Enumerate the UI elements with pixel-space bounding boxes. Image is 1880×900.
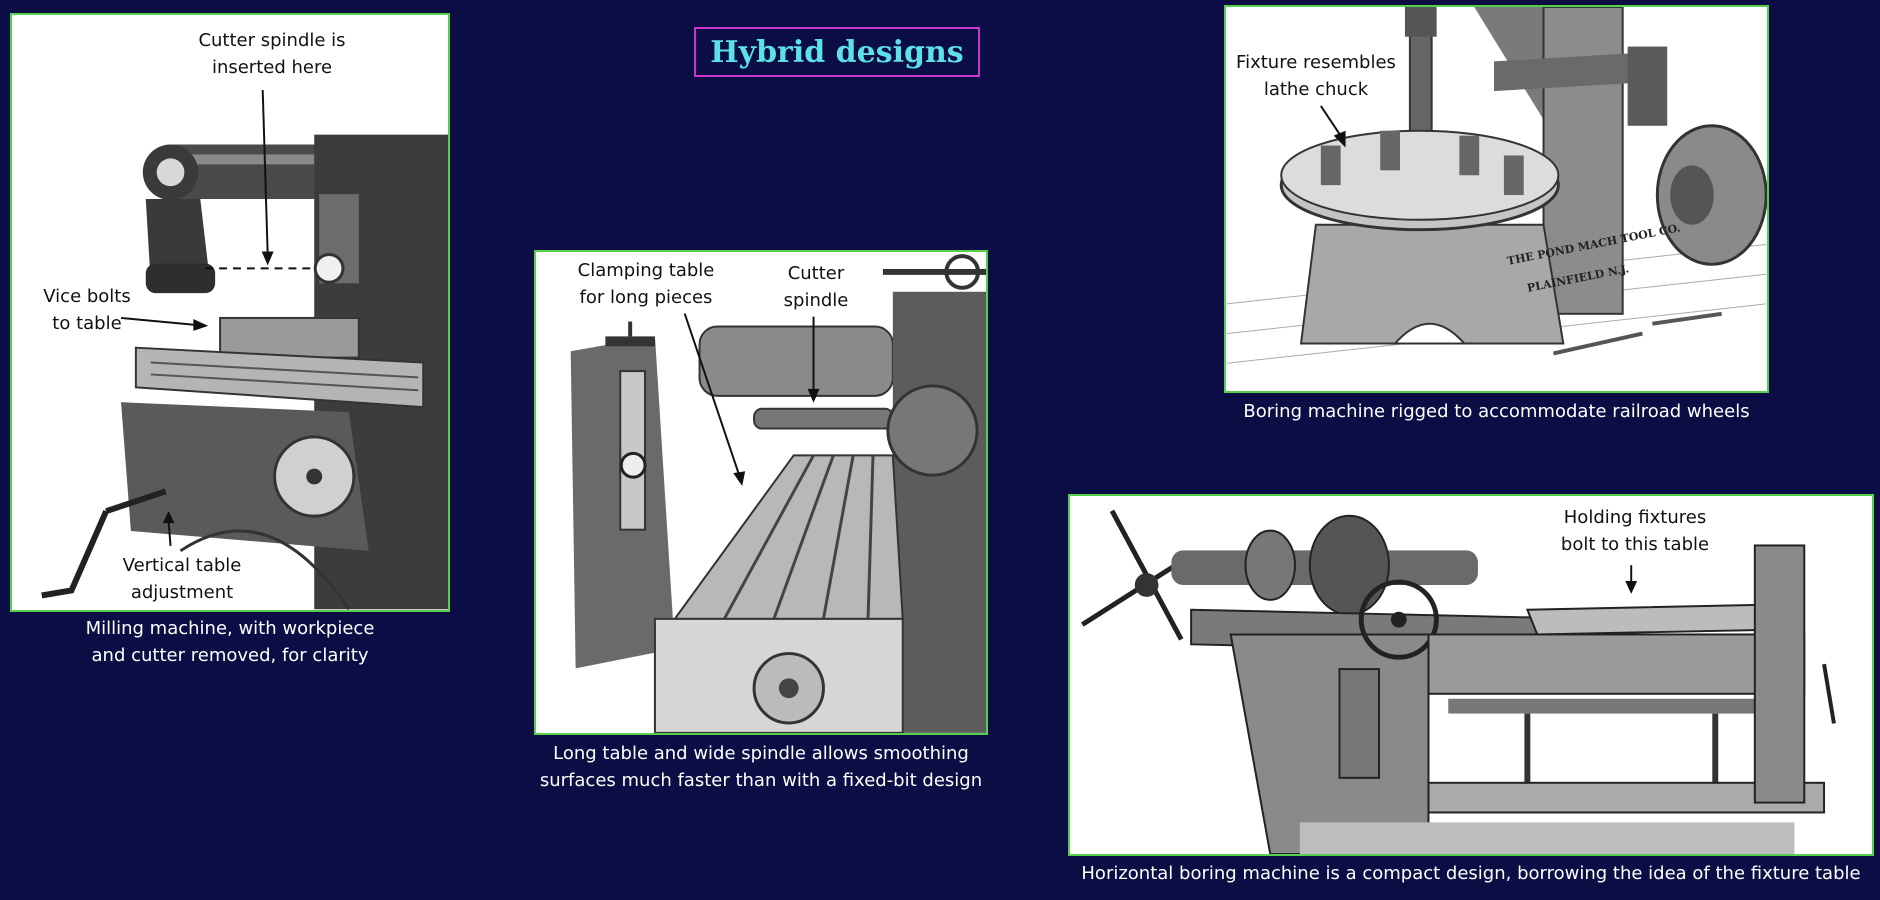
wheel-boring-machine-caption: Boring machine rigged to accommodate rai… [1243,401,1750,422]
cutter-spindle-label: Cutter spindle is inserted here [198,30,346,78]
horizontal-boring-machine-image: Holding fixtures bolt to this table [1068,494,1874,856]
milling-machine-caption: Milling machine, with workpiece and cutt… [85,618,375,666]
planer-image: Clamping table for long pieces Cutter sp… [534,250,988,735]
clamping-table-label: Clamping table for long pieces [577,260,715,308]
cutter-spindle-label: Cutter spindle [783,263,849,311]
planer-caption: Long table and wide spindle allows smoot… [539,743,983,791]
holding-fixtures-label: Holding fixtures bolt to this table [1560,507,1710,555]
slide-title: Hybrid designs [694,27,980,77]
wheel-boring-machine-illustration [1226,7,1767,364]
milling-machine-image: Cutter spindle is inserted here Vice bol… [10,13,450,612]
wheel-boring-machine-image: Fixture resembles lathe chuck THE POND M… [1224,5,1769,393]
milling-machine-illustration [41,90,448,610]
planer-illustration [570,254,986,733]
horizontal-boring-machine-illustration [1081,509,1836,854]
fixture-label: Fixture resembles lathe chuck [1236,52,1396,100]
vice-bolts-label: Vice bolts to table [43,286,131,334]
horizontal-boring-machine-caption: Horizontal boring machine is a compact d… [1081,863,1861,884]
vertical-table-adjustment-label: Vertical table adjustment [97,552,267,606]
